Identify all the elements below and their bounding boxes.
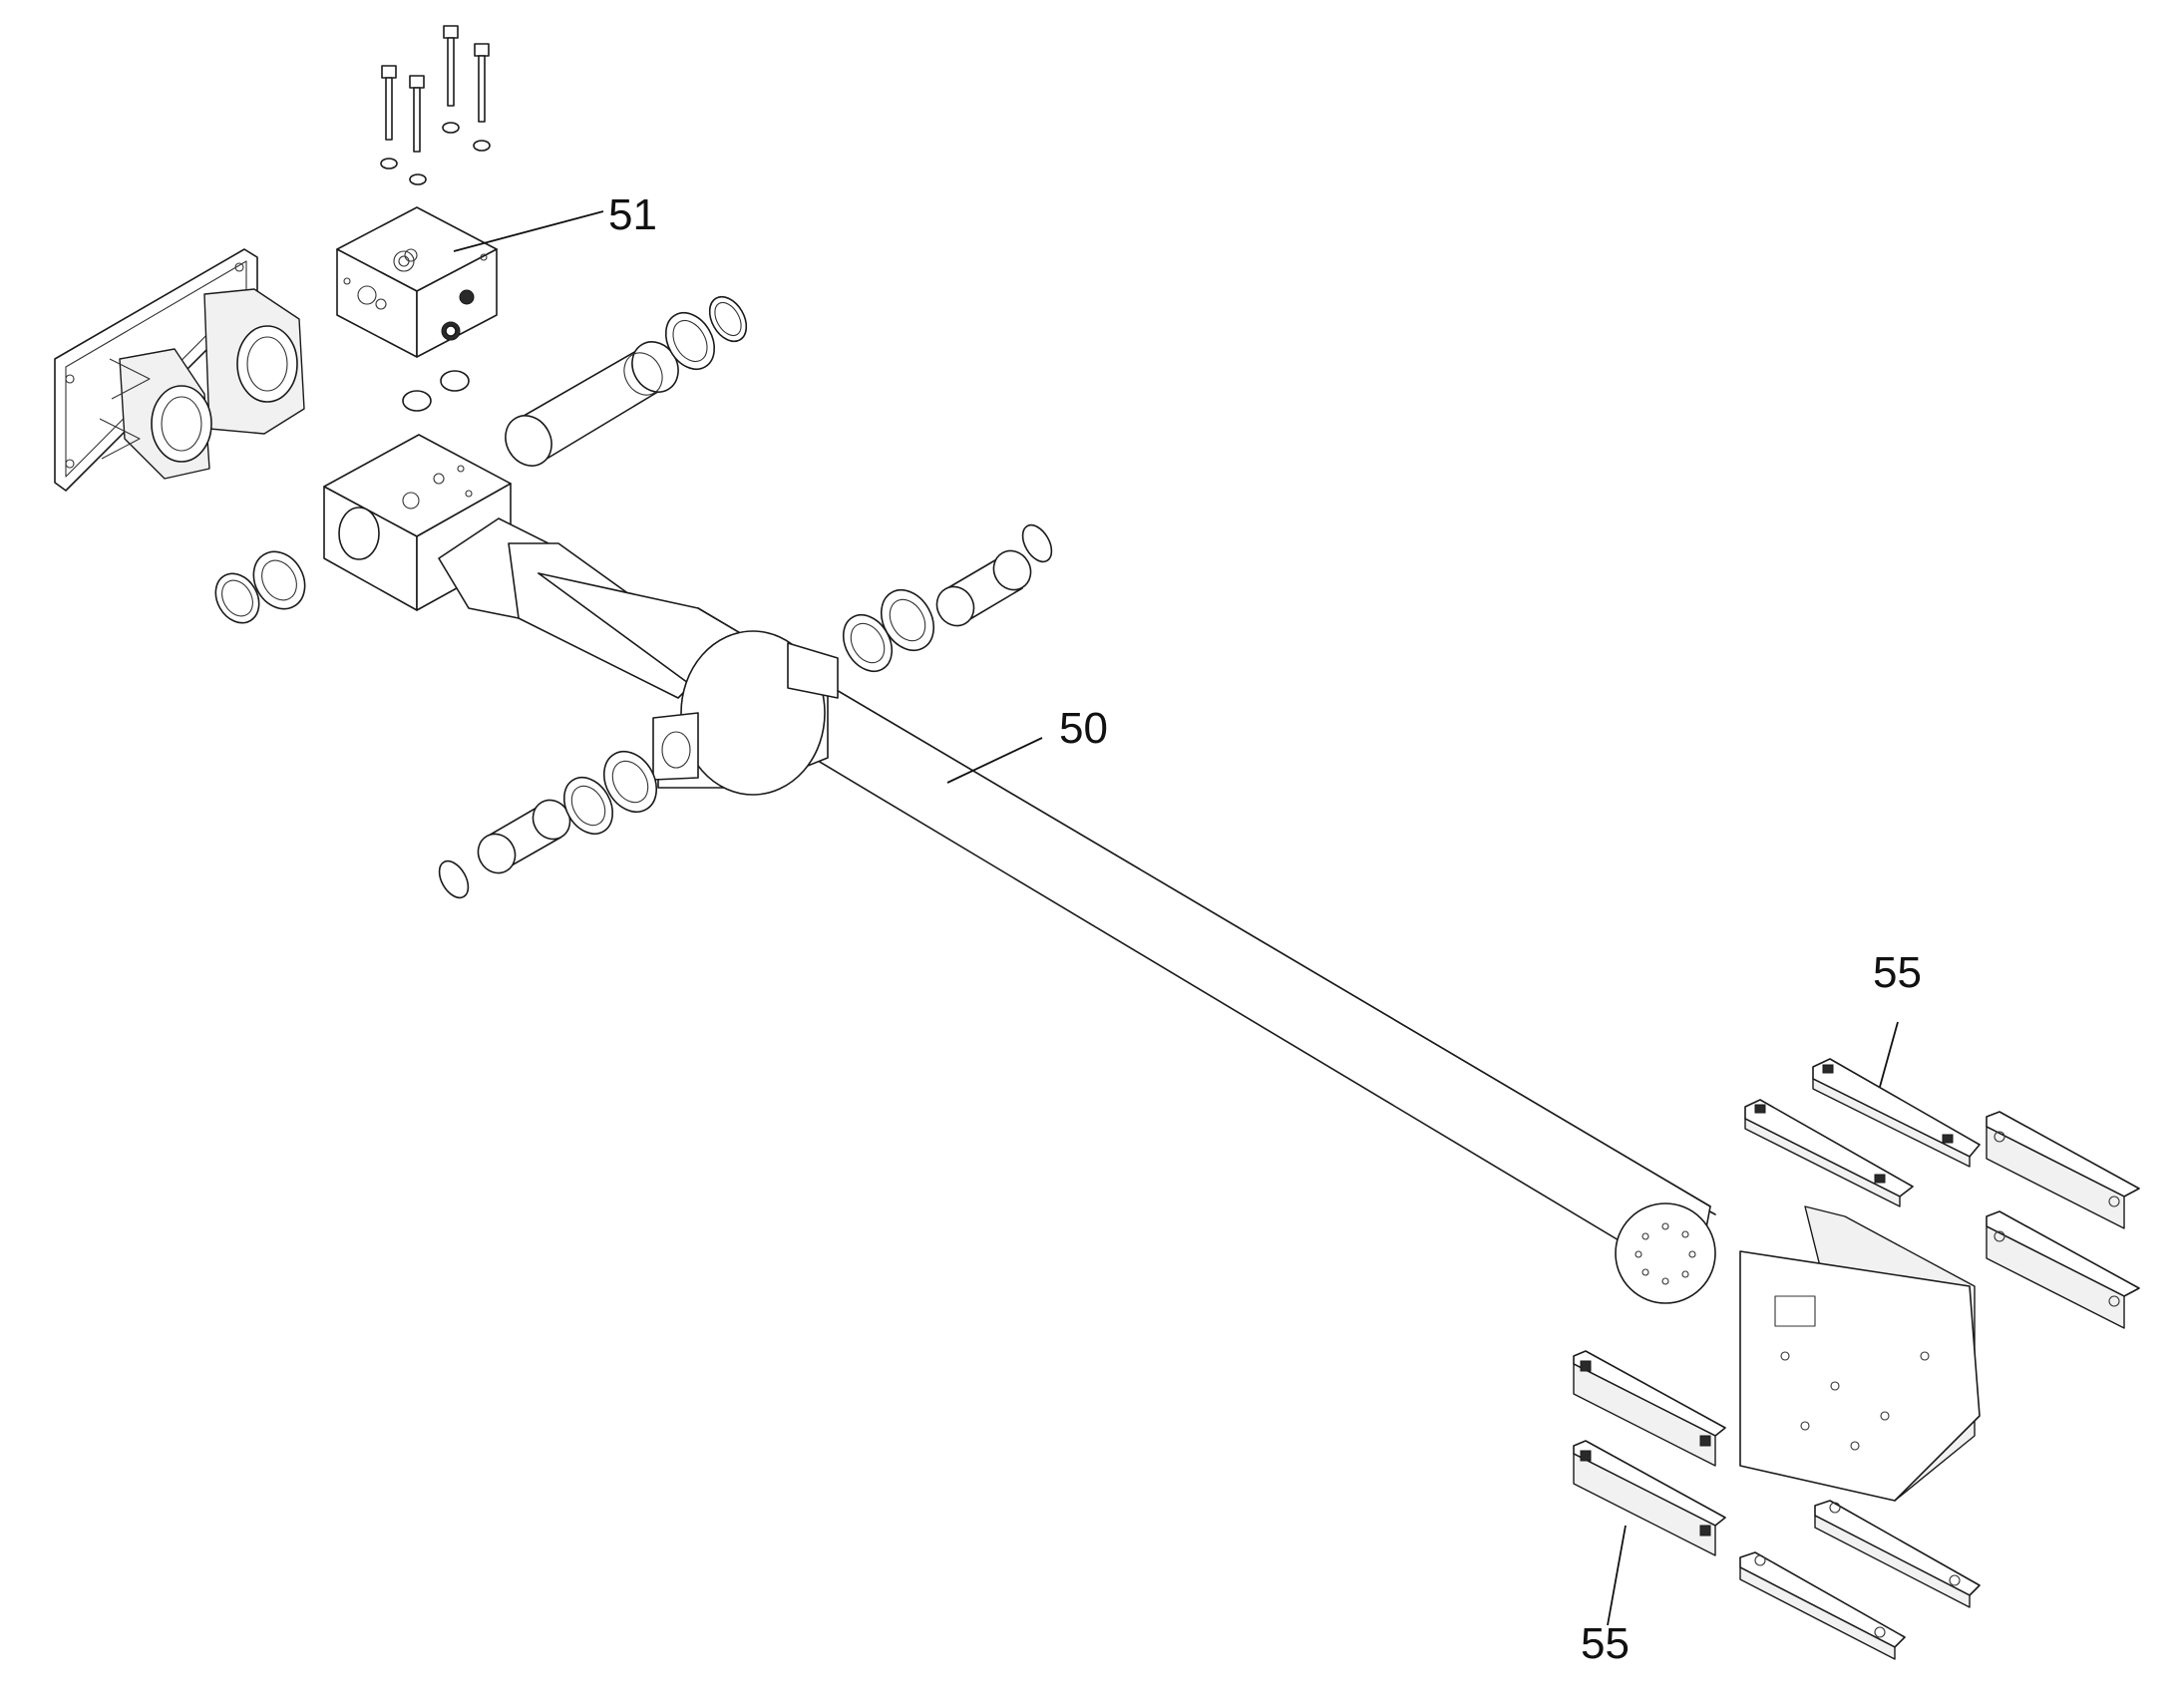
mounting-bracket bbox=[54, 248, 305, 492]
wear-pad-top-2 bbox=[1744, 1099, 1914, 1207]
seal-ring-left bbox=[214, 550, 306, 624]
leader-55-top bbox=[1879, 1021, 1899, 1088]
wear-pad-right-2 bbox=[1986, 1210, 2140, 1329]
wear-pad-bottom-1 bbox=[1814, 1500, 1981, 1608]
valve-block bbox=[336, 206, 498, 358]
trunnion-clamp bbox=[652, 630, 839, 796]
upper-pin bbox=[505, 341, 679, 467]
leader-51 bbox=[453, 210, 604, 252]
seal-ring-upper bbox=[664, 295, 748, 371]
cylinder-barrel bbox=[438, 517, 1716, 1304]
bolt-set bbox=[381, 25, 490, 153]
trunnion-pin-left bbox=[438, 751, 658, 899]
callout-55-top: 55 bbox=[1873, 948, 1922, 997]
cylinder-head-block bbox=[323, 434, 512, 611]
callout-51: 51 bbox=[608, 190, 657, 239]
callout-50: 50 bbox=[1059, 704, 1108, 753]
callout-55-bottom: 55 bbox=[1581, 1619, 1630, 1668]
trunnion-pin-right bbox=[842, 523, 1053, 673]
washer-set-small bbox=[380, 122, 491, 185]
carriage-plate bbox=[1739, 1205, 1981, 1502]
wear-pad-left-1 bbox=[1573, 1350, 1726, 1467]
wear-pad-left-2 bbox=[1573, 1440, 1726, 1556]
wear-pad-bottom-2 bbox=[1739, 1551, 1906, 1660]
leader-55-bottom bbox=[1607, 1525, 1627, 1626]
wear-pad-top-1 bbox=[1812, 1058, 1981, 1168]
leader-50 bbox=[946, 737, 1043, 784]
wear-pad-right-1 bbox=[1986, 1111, 2140, 1229]
o-ring-pair bbox=[402, 370, 470, 412]
